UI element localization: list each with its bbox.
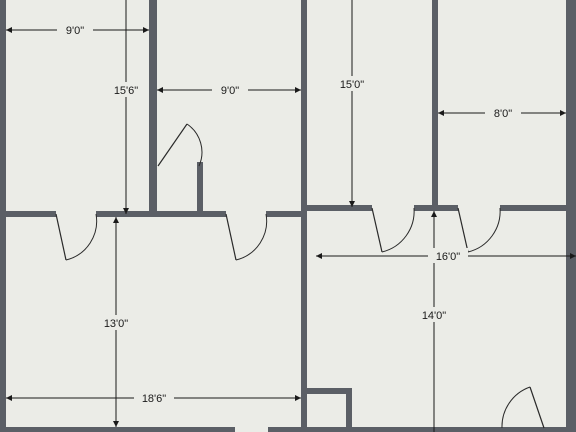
wall-partition-top-middle: [301, 0, 307, 216]
label-top-middle-width: 9'0": [221, 85, 239, 97]
wall-stub-closet: [197, 162, 203, 212]
wall-right: [566, 0, 576, 432]
label-bottom-left-height: 13'0": [104, 318, 128, 330]
label-bottom-right-width: 16'0": [436, 251, 460, 263]
wall-bottom-notch-top: [307, 388, 352, 394]
door-bottom-left-b: [225, 213, 268, 261]
wall-bottom-notch-side: [346, 388, 352, 432]
door-middle-right-a: [371, 207, 415, 253]
wall-mid-right-c: [500, 205, 570, 211]
wall-partition-bottom: [301, 216, 307, 432]
label-top-right-width: 8'0": [494, 108, 512, 120]
doors: [55, 123, 545, 429]
label-top-left-height: 15'6": [114, 85, 138, 97]
dimension-labels: 9'0" 15'6" 9'0" 15'0" 8'0" 13'0" 18'6" 1…: [57, 22, 521, 405]
wall-mid-right-a: [306, 205, 372, 211]
wall-bottom-left: [0, 427, 235, 432]
wall-mid-left-b: [96, 211, 226, 217]
label-bottom-left-width: 18'6": [142, 393, 166, 405]
door-middle-right-b: [457, 207, 501, 253]
door-bottom-right: [501, 386, 545, 429]
wall-partition-top-left: [149, 0, 157, 214]
door-bottom-left-a: [55, 213, 98, 261]
label-bottom-right-height: 14'0": [422, 310, 446, 322]
wall-mid-left-a: [0, 211, 56, 217]
label-top-right-inner-height: 15'0": [340, 79, 364, 91]
wall-partition-top-right: [432, 0, 438, 211]
wall-bottom-right: [268, 427, 576, 432]
label-top-left-width: 9'0": [66, 25, 84, 37]
wall-mid-right-b: [414, 205, 458, 211]
door-closet: [157, 123, 203, 167]
wall-mid-left-c: [266, 211, 306, 217]
